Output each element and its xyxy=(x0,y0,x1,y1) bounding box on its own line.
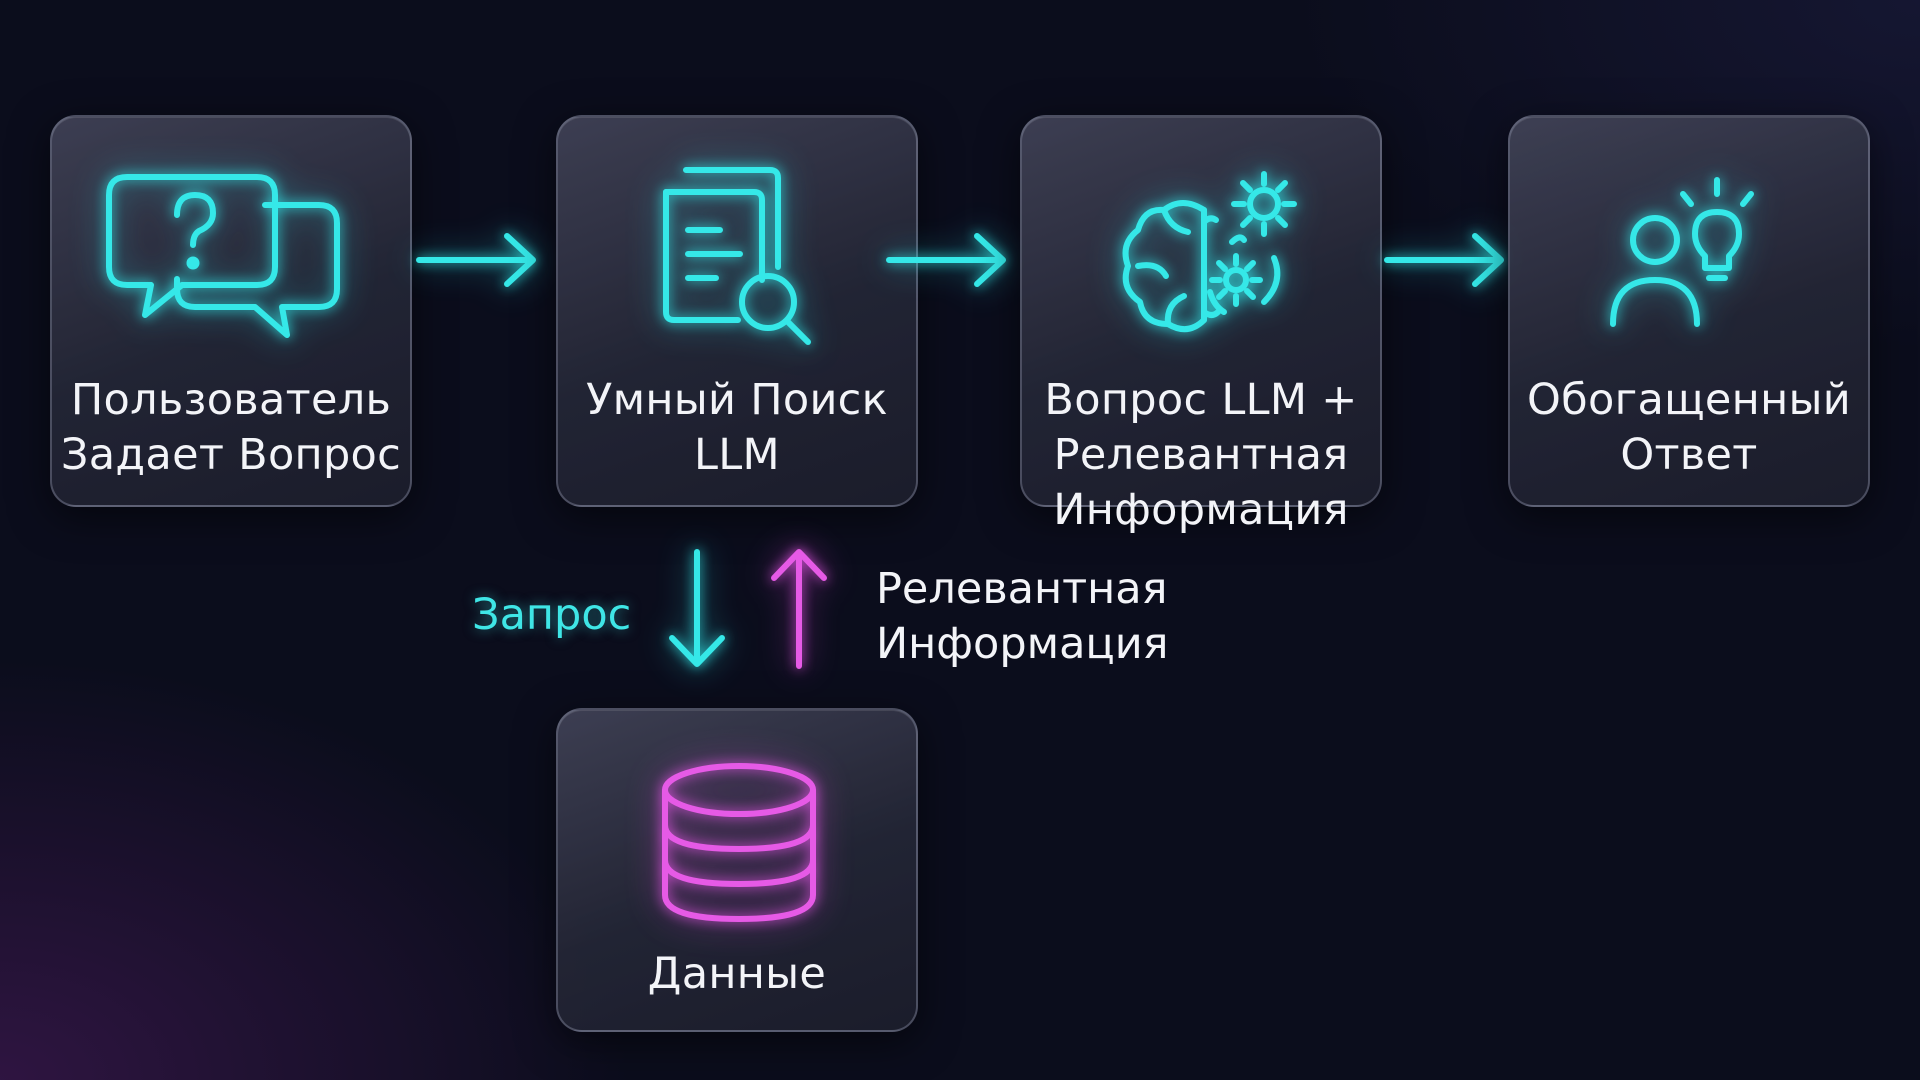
node-llm-combine-label-3: Информация xyxy=(1053,485,1349,535)
edge-relevant-label-1: Релевантная xyxy=(876,564,1168,614)
node-smart-search: Умный Поиск LLM xyxy=(556,115,918,507)
question-chat-icon xyxy=(106,174,340,338)
document-search-icon xyxy=(663,167,811,345)
node-enriched-answer-label-2: Ответ xyxy=(1620,430,1758,480)
node-smart-search-label-2: LLM xyxy=(694,430,780,480)
database-icon xyxy=(662,763,816,922)
arrow-up-icon xyxy=(771,549,827,669)
node-smart-search-label-1: Умный Поиск xyxy=(586,375,888,425)
arrow-right-icon xyxy=(416,233,536,287)
node-data: Данные xyxy=(556,708,918,1032)
node-data-label: Данные xyxy=(647,949,827,999)
node-enriched-answer: Обогащенный Ответ xyxy=(1508,115,1870,507)
node-user-question: Пользователь Задает Вопрос xyxy=(50,115,412,507)
node-user-question-label-2: Задает Вопрос xyxy=(60,430,402,480)
edge-query-label: Запрос xyxy=(472,590,632,640)
node-llm-combine-label-2: Релевантная xyxy=(1053,430,1349,480)
brain-gears-icon xyxy=(1122,171,1297,333)
arrow-right-icon xyxy=(886,233,1006,287)
edge-relevant-label-2: Информация xyxy=(876,619,1169,669)
node-enriched-answer-label-1: Обогащенный xyxy=(1527,375,1851,425)
arrow-right-icon xyxy=(1384,233,1504,287)
arrow-down-icon xyxy=(669,549,725,667)
person-lightbulb-icon xyxy=(1610,177,1754,327)
node-llm-combine: Вопрос LLM + Релевантная Информация xyxy=(1020,115,1382,535)
node-user-question-label-1: Пользователь xyxy=(70,375,392,425)
node-llm-combine-label-1: Вопрос LLM + xyxy=(1044,375,1358,425)
